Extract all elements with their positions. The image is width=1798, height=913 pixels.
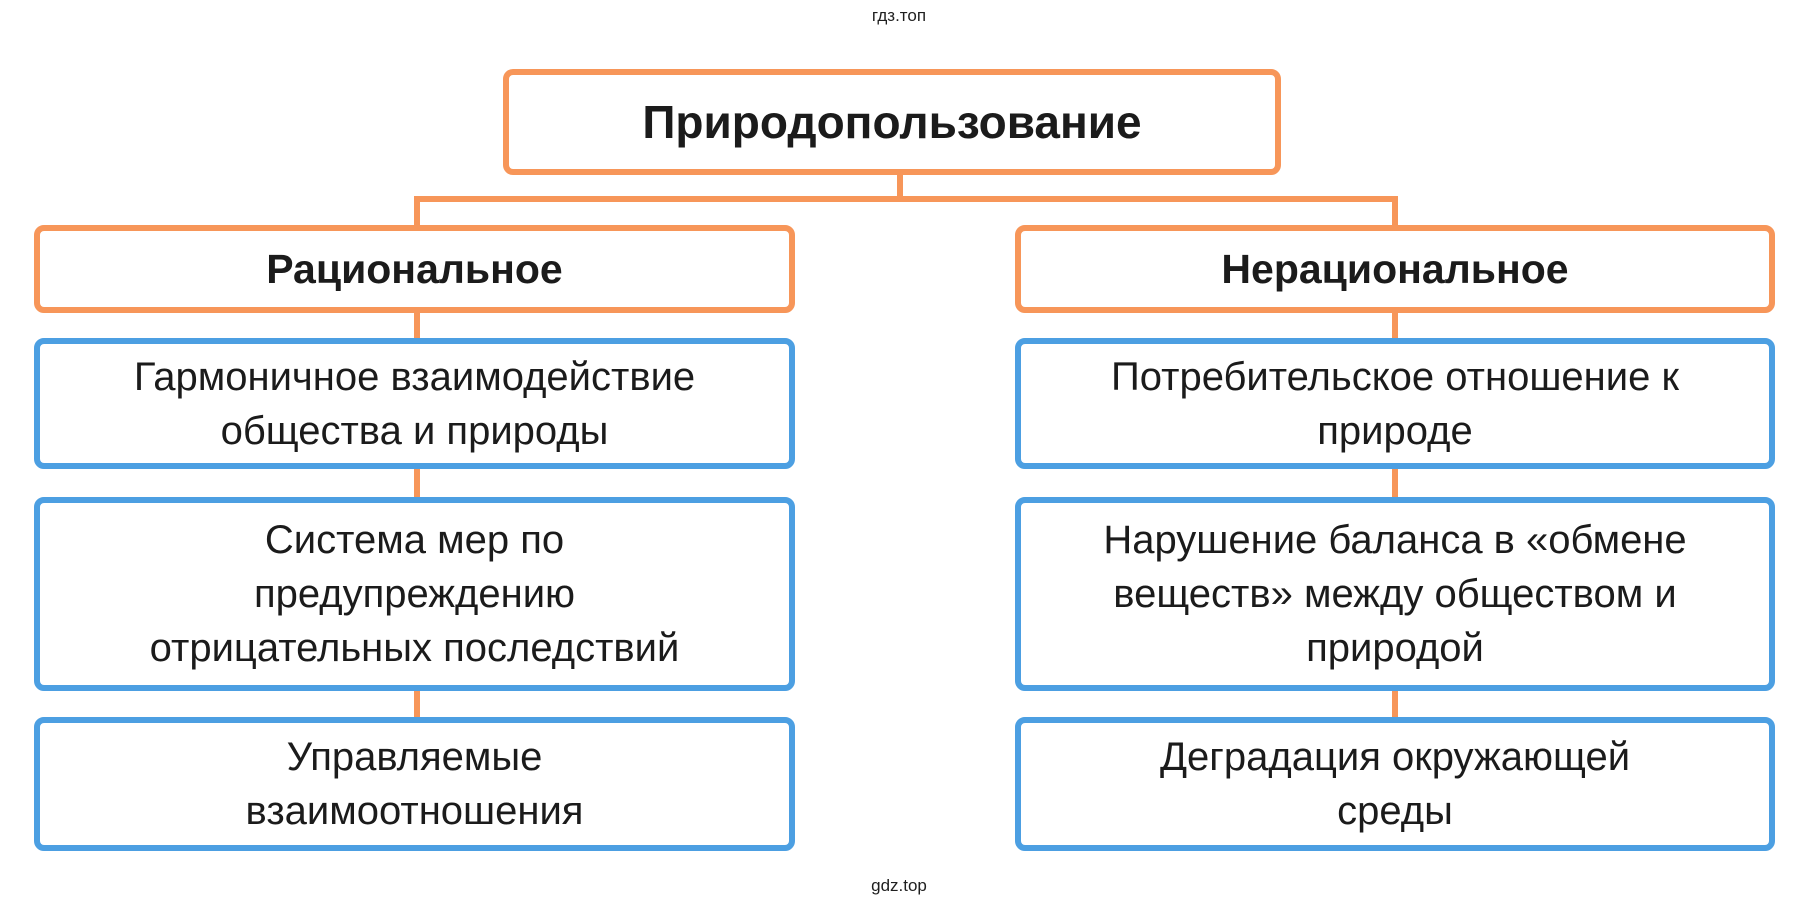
connector-left-branch-leaf1: [414, 310, 420, 341]
node-text-line: Деградация окружающей: [1159, 735, 1631, 779]
connector-right-leaf1-leaf2: [1392, 466, 1398, 500]
node-text-line: среды: [1337, 789, 1453, 833]
connector-root-riser: [897, 173, 903, 202]
node-text-line: веществ» между обществом и: [1113, 572, 1677, 616]
node-text-line: Управляемые: [286, 735, 543, 779]
branch-node-rational: Рациональное: [34, 225, 795, 313]
node-text-line: природой: [1306, 626, 1484, 670]
connector-right-leaf2-leaf3: [1392, 688, 1398, 720]
root-node-label: Природопользование: [642, 96, 1142, 148]
node-text-line: Система мер по: [264, 518, 565, 562]
node-text-line: Нарушение баланса в «обмене: [1103, 518, 1687, 562]
root-node-nature-management: Природопользование: [503, 69, 1281, 175]
connector-drop-right: [1392, 196, 1398, 228]
branch-node-irrational-label: Нерациональное: [1221, 245, 1569, 292]
node-text-line: Гармоничное взаимодействие: [133, 354, 696, 399]
leaf-node-irrational-2: Нарушение баланса в «обмене веществ» меж…: [1015, 497, 1775, 691]
node-text-line: общества и природы: [220, 408, 609, 453]
node-text-line: взаимоотношения: [245, 789, 584, 833]
connector-right-branch-leaf1: [1392, 310, 1398, 341]
node-text-line: отрицательных последствий: [149, 626, 680, 670]
connector-left-leaf1-leaf2: [414, 466, 420, 500]
node-text-line: предупреждению: [253, 572, 576, 616]
leaf-node-irrational-3: Деградация окружающей среды: [1015, 717, 1775, 851]
leaf-node-rational-3: Управляемые взаимоотношения: [34, 717, 795, 851]
branch-node-rational-label: Рациональное: [266, 245, 563, 292]
connector-left-leaf2-leaf3: [414, 688, 420, 720]
leaf-node-rational-1: Гармоничное взаимодействие общества и пр…: [34, 338, 795, 469]
leaf-node-irrational-1: Потребительское отношение к природе: [1015, 338, 1775, 469]
watermark-bottom: gdz.top: [871, 876, 927, 895]
branch-node-irrational: Нерациональное: [1015, 225, 1775, 313]
node-text-line: природе: [1317, 408, 1473, 453]
leaf-node-rational-2: Система мер по предупреждению отрицатель…: [34, 497, 795, 691]
watermark-top: гдз.топ: [871, 6, 927, 25]
connector-bracket: [414, 196, 1398, 202]
connector-drop-left: [414, 196, 420, 228]
node-text-line: Потребительское отношение к: [1111, 354, 1679, 399]
